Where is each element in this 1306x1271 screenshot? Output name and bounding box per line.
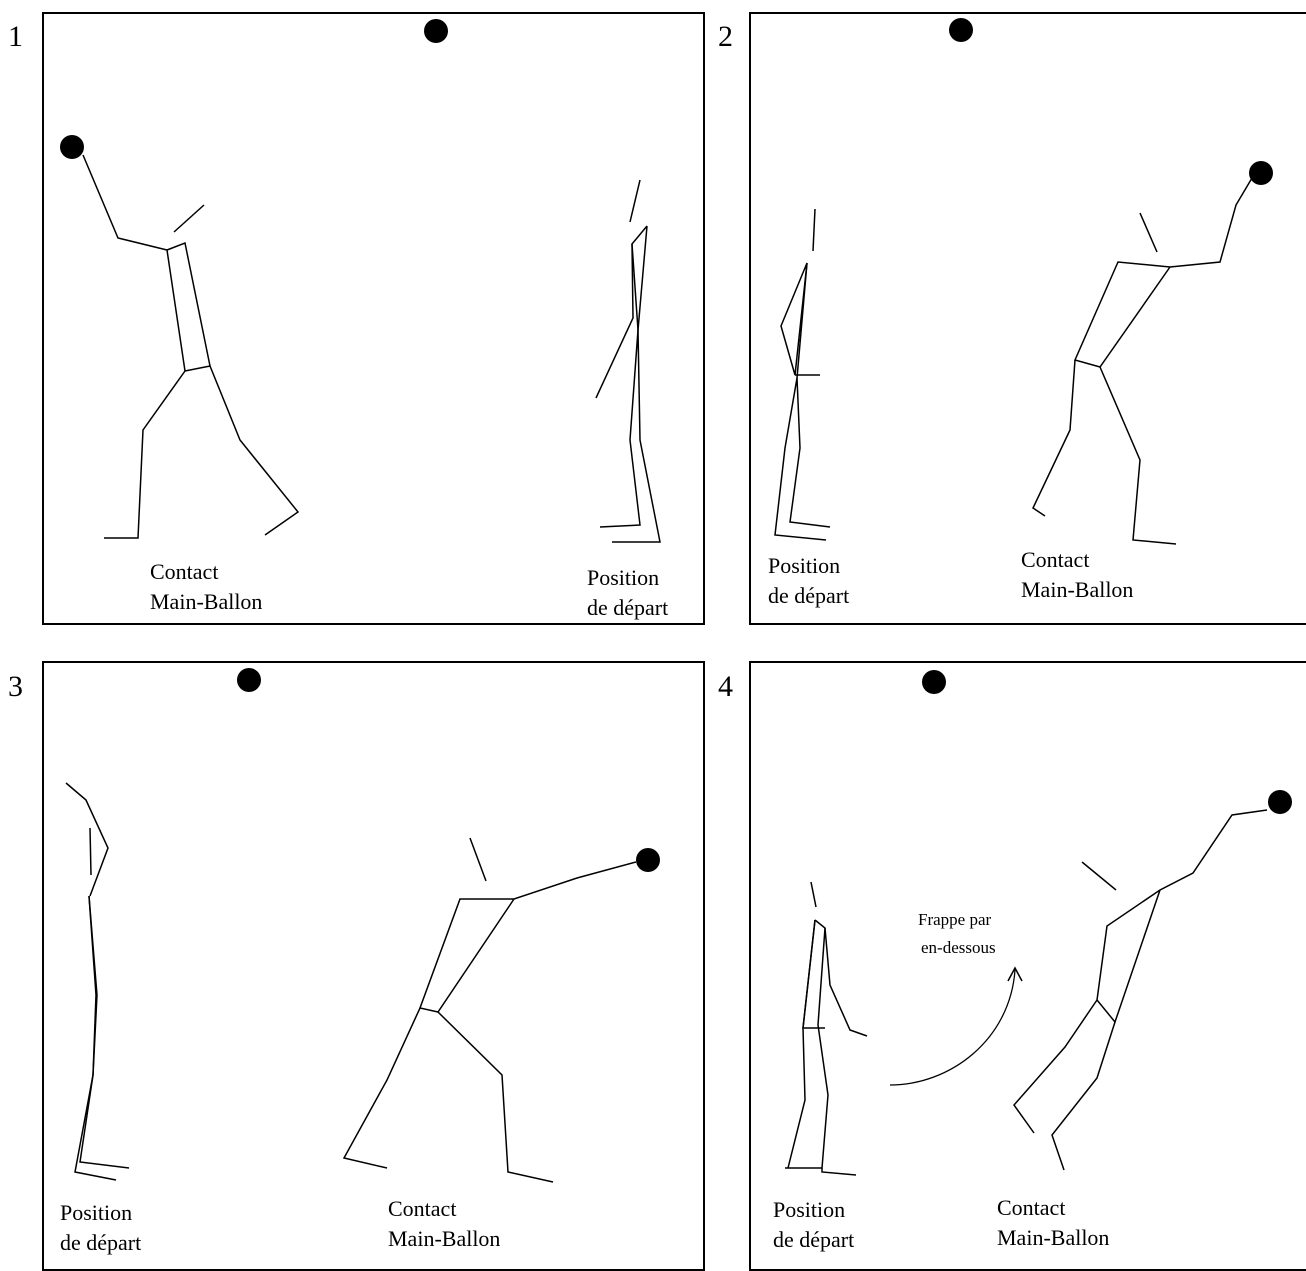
contact-label-line2: Main-Ballon <box>388 1224 500 1254</box>
ball-icon <box>1268 790 1292 814</box>
start-label-line1: Position <box>60 1198 132 1228</box>
start-label-line2: de départ <box>587 593 668 623</box>
stick-figure-start <box>66 783 129 1180</box>
stick-figure-start <box>785 882 867 1175</box>
contact-label-line1: Contact <box>388 1194 456 1224</box>
start-label-line1: Position <box>768 551 840 581</box>
underhand-note-line2: en-dessous <box>921 934 996 961</box>
start-label-line1: Position <box>587 563 659 593</box>
contact-label-line2: Main-Ballon <box>1021 575 1133 605</box>
stick-figure-contact <box>344 838 636 1182</box>
start-label-line1: Position <box>773 1195 845 1225</box>
rotation-arrow-icon <box>890 968 1022 1085</box>
ball-icon <box>60 135 84 159</box>
stick-figure-contact <box>1014 810 1267 1170</box>
contact-label-line2: Main-Ballon <box>997 1223 1109 1253</box>
stick-figure-contact <box>1033 178 1252 544</box>
contact-label-line1: Contact <box>997 1193 1065 1223</box>
ball-icon <box>636 848 660 872</box>
ball-icon <box>922 670 946 694</box>
stick-figure-start <box>775 209 830 540</box>
ball-icon <box>949 18 973 42</box>
stick-figure-start <box>596 180 660 542</box>
contact-label-line2: Main-Ballon <box>150 587 262 617</box>
ball-icon <box>237 668 261 692</box>
start-label-line2: de départ <box>773 1225 854 1255</box>
stick-figure-contact <box>83 155 298 538</box>
start-label-line2: de départ <box>60 1228 141 1258</box>
start-label-line2: de départ <box>768 581 849 611</box>
ball-icon <box>424 19 448 43</box>
ball-icon <box>1249 161 1273 185</box>
contact-label-line1: Contact <box>1021 545 1089 575</box>
contact-label-line1: Contact <box>150 557 218 587</box>
underhand-note-line1: Frappe par <box>918 906 991 933</box>
